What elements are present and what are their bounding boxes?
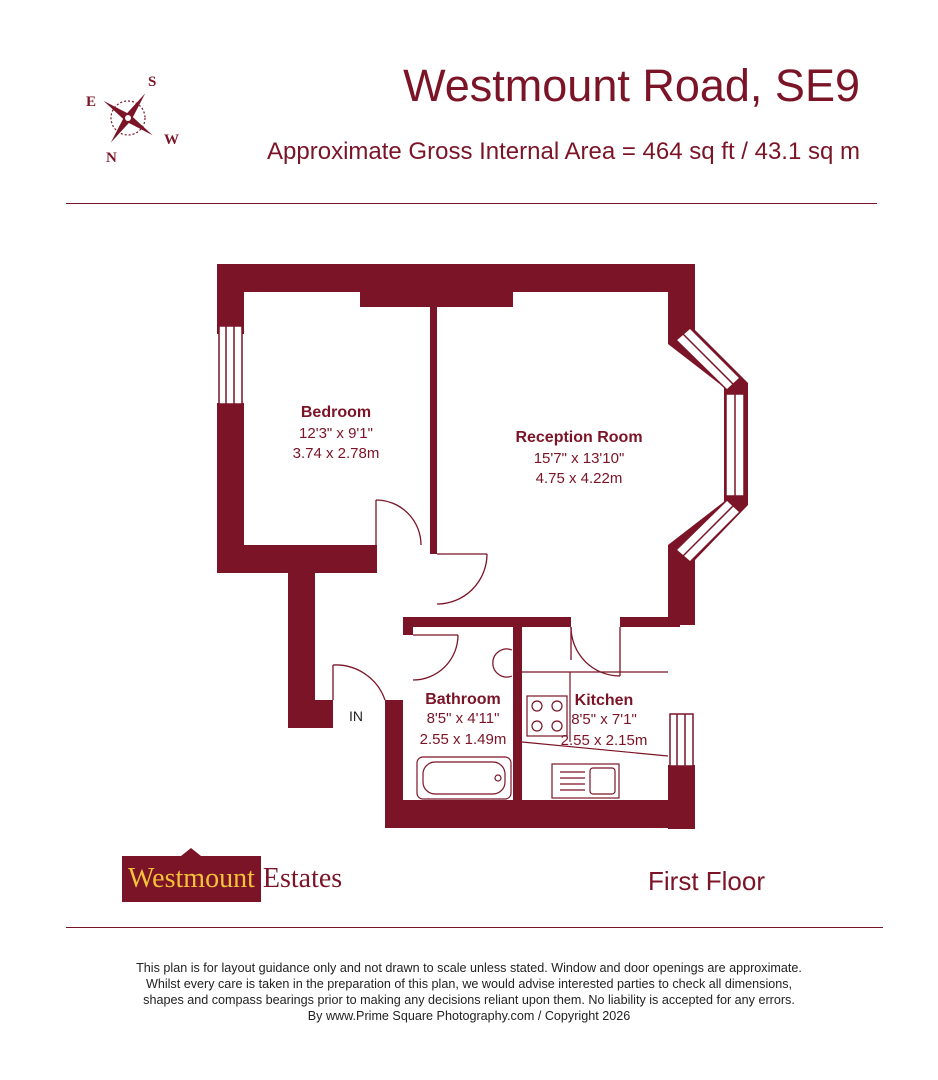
logo-brand-box: Westmount <box>122 848 261 902</box>
bedroom-window <box>218 325 243 405</box>
room-metric: 4.75 x 4.22m <box>536 470 623 487</box>
room-imperial: 12'3" x 9'1" <box>299 425 373 442</box>
kitchen-window <box>669 713 694 767</box>
room-reception: Reception Room 15'7" x 13'10" 4.75 x 4.2… <box>515 429 642 487</box>
logo-roof-icon <box>181 848 202 856</box>
agent-logo: Westmount Estates <box>122 848 343 902</box>
footer-divider <box>66 927 883 928</box>
disclaimer: This plan is for layout guidance only an… <box>0 960 938 1024</box>
room-imperial: 8'5" x 7'1" <box>571 711 637 728</box>
gross-area: Approximate Gross Internal Area = 464 sq… <box>267 138 860 165</box>
entrance-label: IN <box>349 708 363 724</box>
disclaimer-line: This plan is for layout guidance only an… <box>136 961 802 975</box>
compass-east: E <box>86 94 96 110</box>
logo-brand: Westmount <box>128 863 255 894</box>
room-bedroom: Bedroom 12'3" x 9'1" 3.74 x 2.78m <box>293 404 380 462</box>
bath <box>416 756 512 800</box>
room-name: Bathroom <box>425 691 501 708</box>
compass-north: N <box>106 150 117 166</box>
compass-west: W <box>164 132 179 148</box>
room-kitchen: Kitchen 8'5" x 7'1" 2.55 x 2.15m <box>561 692 648 749</box>
doors <box>332 499 621 701</box>
room-metric: 2.55 x 1.49m <box>420 731 507 748</box>
floor-label: First Floor <box>648 866 765 896</box>
disclaimer-line: By www.Prime Square Photography.com / Co… <box>307 1009 631 1023</box>
logo-suffix: Estates <box>262 863 343 894</box>
room-metric: 2.55 x 2.15m <box>561 732 648 749</box>
room-metric: 3.74 x 2.78m <box>293 445 380 462</box>
plan-title: Westmount Road, SE9 <box>403 60 860 111</box>
room-name: Reception Room <box>515 429 642 446</box>
basin <box>492 648 513 678</box>
header-divider <box>66 203 877 204</box>
room-imperial: 8'5" x 4'11" <box>427 710 500 727</box>
fixtures <box>416 648 669 800</box>
room-imperial: 15'7" x 13'10" <box>534 450 625 467</box>
windows <box>218 325 745 767</box>
room-bathroom: Bathroom 8'5" x 4'11" 2.55 x 1.49m <box>420 691 507 748</box>
sink <box>551 763 620 799</box>
disclaimer-line: Whilst every care is taken in the prepar… <box>145 977 793 991</box>
room-name: Kitchen <box>575 692 634 709</box>
room-name: Bedroom <box>301 404 371 421</box>
compass-icon: S E W N <box>86 74 179 166</box>
compass-south: S <box>148 74 156 90</box>
hob <box>526 695 568 737</box>
disclaimer-line: shapes and compass bearings prior to mak… <box>143 993 795 1007</box>
